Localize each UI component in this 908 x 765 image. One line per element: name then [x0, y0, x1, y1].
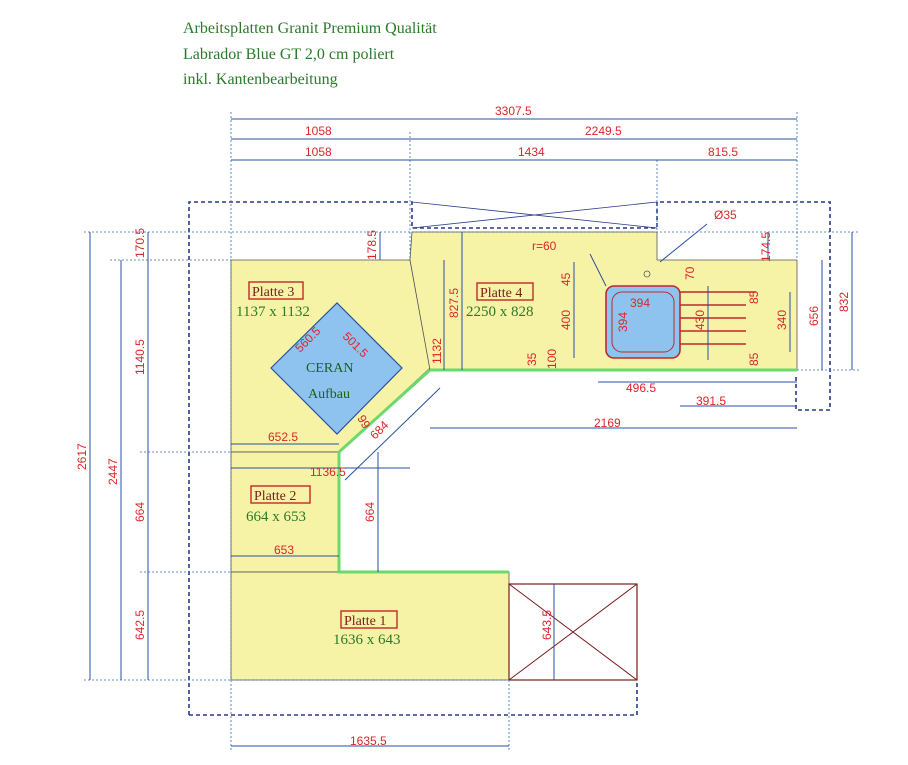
worktop-plates [230, 231, 798, 681]
dimension-texts: 3307.5 1058 2249.5 1058 1434 815.5 2617 … [75, 104, 851, 748]
title-line-3: inkl. Kantenbearbeitung [183, 71, 338, 88]
dim-1132: 1132 [430, 338, 444, 364]
plate-2-size: 664 x 653 [246, 509, 306, 525]
ceran-cooktop: 560.5 501.5 CERAN Aufbau [270, 302, 403, 435]
dim-row2-left: 1058 [305, 145, 332, 159]
dim-827: 827.5 [447, 288, 461, 318]
dim-top-right: 2249.5 [585, 124, 622, 138]
dim-391: 391.5 [696, 394, 726, 408]
dim-664b: 664 [363, 502, 377, 522]
dim-row2-mid: 1434 [518, 145, 545, 159]
plate-3-label: Platte 3 [252, 285, 294, 300]
ceran-label-2: Aufbau [308, 387, 350, 402]
dim-left-664: 664 [133, 502, 147, 522]
cabinet-outline [188, 201, 831, 716]
dim-1136: 1136.5 [310, 465, 346, 479]
dim-85a: 85 [747, 290, 761, 304]
tap-hole [643, 270, 651, 278]
sink: 394 394 r=60 Ø35 [532, 208, 756, 359]
dim-left-1140: 1140.5 [133, 339, 147, 375]
dim-left-170: 170.5 [133, 228, 147, 258]
sink-width: 394 [630, 296, 650, 310]
dimension-lines [89, 118, 853, 747]
dim-left-642: 642.5 [133, 610, 147, 640]
dim-row2-right: 815.5 [708, 145, 738, 159]
dim-2169: 2169 [594, 416, 621, 430]
dim-85b: 85 [747, 352, 761, 366]
dim-174: 174.5 [759, 232, 773, 262]
sink-height: 394 [616, 312, 630, 332]
dim-400: 400 [559, 310, 573, 330]
ceran-label-1: CERAN [306, 361, 353, 376]
dim-832: 832 [837, 292, 851, 312]
dim-99: 99 [354, 413, 373, 432]
dim-1635: 1635.5 [350, 734, 387, 748]
plate-4-size: 2250 x 828 [466, 304, 534, 320]
dim-340: 340 [775, 310, 789, 330]
plate-2-label: Platte 2 [254, 489, 296, 504]
plate-4-shape [409, 231, 798, 371]
dim-656: 656 [807, 306, 821, 326]
plate-3-size: 1137 x 1132 [236, 304, 310, 320]
dim-652: 652.5 [268, 430, 298, 444]
dim-left-2447: 2447 [106, 458, 120, 485]
finished-edge [337, 368, 509, 574]
tap-hole-dia: Ø35 [714, 208, 737, 222]
title-line-2: Labrador Blue GT 2,0 cm poliert [183, 46, 395, 63]
dim-653: 653 [274, 543, 294, 557]
extension-lines [84, 112, 860, 750]
dim-left-2617: 2617 [75, 443, 89, 470]
plate-1-label: Platte 1 [344, 614, 386, 629]
dim-35: 35 [525, 352, 539, 366]
plate-labels: Platte 3 1137 x 1132 Platte 4 2250 x 828… [236, 281, 534, 648]
plate-1-size: 1636 x 643 [333, 632, 401, 648]
cross-marker-top [411, 201, 658, 229]
dim-100: 100 [545, 349, 559, 369]
appliance-box [508, 583, 638, 681]
dim-top-left: 1058 [305, 124, 332, 138]
dim-643: 643.5 [540, 610, 554, 640]
dim-430: 430 [693, 310, 707, 330]
dim-top-total: 3307.5 [495, 104, 532, 118]
dim-178: 178.5 [365, 230, 379, 260]
plate-4-label: Platte 4 [480, 286, 522, 301]
dim-45: 45 [559, 272, 573, 286]
title-line-1: Arbeitsplatten Granit Premium Qualität [183, 20, 437, 37]
dim-496: 496.5 [626, 381, 656, 395]
sink-radius: r=60 [532, 239, 557, 253]
dim-70: 70 [683, 266, 697, 280]
